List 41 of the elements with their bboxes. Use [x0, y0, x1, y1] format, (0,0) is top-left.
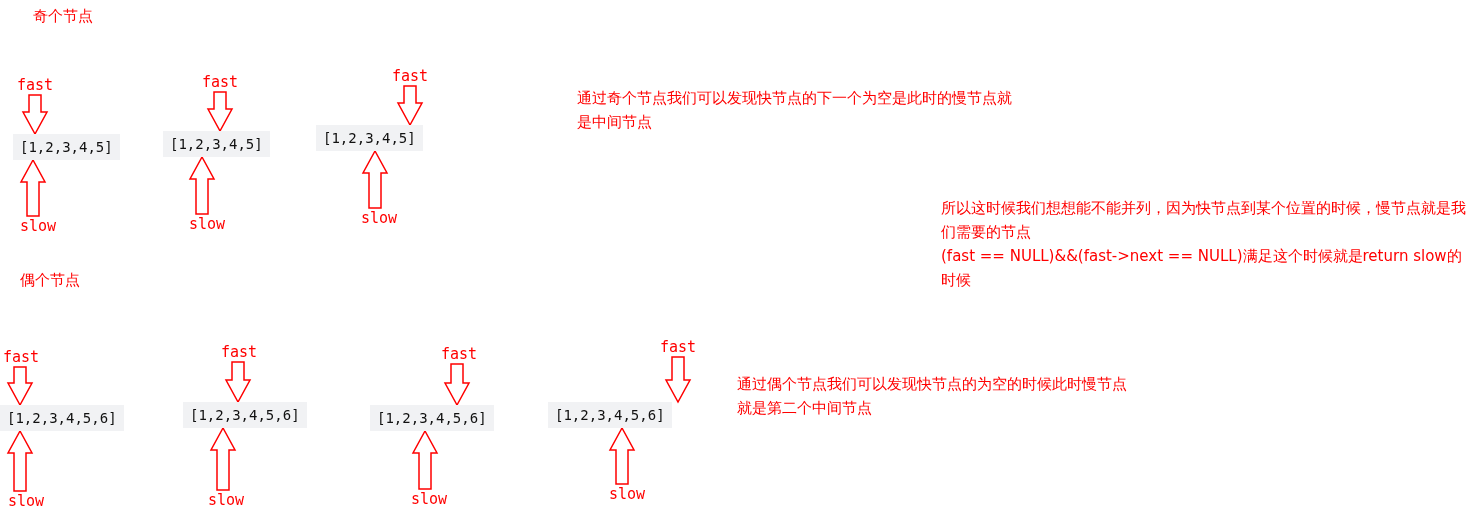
block-arrow [21, 94, 49, 136]
pointer-label: slow [8, 493, 45, 509]
pointer-label: slow [361, 210, 398, 226]
block-arrow [19, 158, 47, 217]
block-arrow [6, 429, 34, 492]
block-arrow [206, 91, 234, 133]
note-text: 通过偶个节点我们可以发现快节点的为空的时候此时慢节点就是第二个中间节点 [737, 374, 1128, 419]
block-arrow [608, 426, 636, 485]
section-heading: 偶个节点 [20, 270, 80, 291]
pointer-label: slow [208, 492, 245, 508]
pointer-label: fast [3, 349, 40, 365]
block-arrow [361, 149, 389, 209]
note-text: (fast == NULL)&&(fast->next == NULL)满足这个时候就是return slow的时候 [941, 246, 1463, 291]
block-arrow [664, 356, 692, 404]
pointer-label: fast [392, 68, 429, 84]
block-arrow [224, 361, 252, 404]
array-box: [1,2,3,4,5] [316, 125, 423, 151]
array-box: [1,2,3,4,5] [163, 131, 270, 157]
section-heading: 奇个节点 [33, 6, 93, 27]
pointer-label: slow [20, 218, 57, 234]
pointer-label: slow [189, 216, 226, 232]
array-box: [1,2,3,4,5,6] [0, 405, 124, 431]
pointer-label: fast [17, 77, 54, 93]
pointer-label: slow [411, 491, 448, 507]
pointer-label: fast [660, 339, 697, 355]
note-text: 通过奇个节点我们可以发现快节点的下一个为空是此时的慢节点就是中间节点 [577, 88, 1013, 133]
pointer-label: slow [609, 486, 646, 502]
array-box: [1,2,3,4,5,6] [548, 402, 672, 428]
block-arrow [209, 426, 237, 491]
array-box: [1,2,3,4,5] [13, 134, 120, 160]
block-arrow [188, 155, 216, 215]
block-arrow [443, 363, 471, 407]
note-text: 所以这时候我们想想能不能并列，因为快节点到某个位置的时候，慢节点就是我们需要的节点 [941, 198, 1467, 243]
block-arrow [6, 366, 34, 407]
pointer-label: fast [221, 344, 258, 360]
pointer-label: fast [441, 346, 478, 362]
array-box: [1,2,3,4,5,6] [370, 405, 494, 431]
pointer-label: fast [202, 74, 239, 90]
block-arrow [411, 429, 439, 490]
block-arrow [396, 85, 424, 127]
array-box: [1,2,3,4,5,6] [183, 402, 307, 428]
